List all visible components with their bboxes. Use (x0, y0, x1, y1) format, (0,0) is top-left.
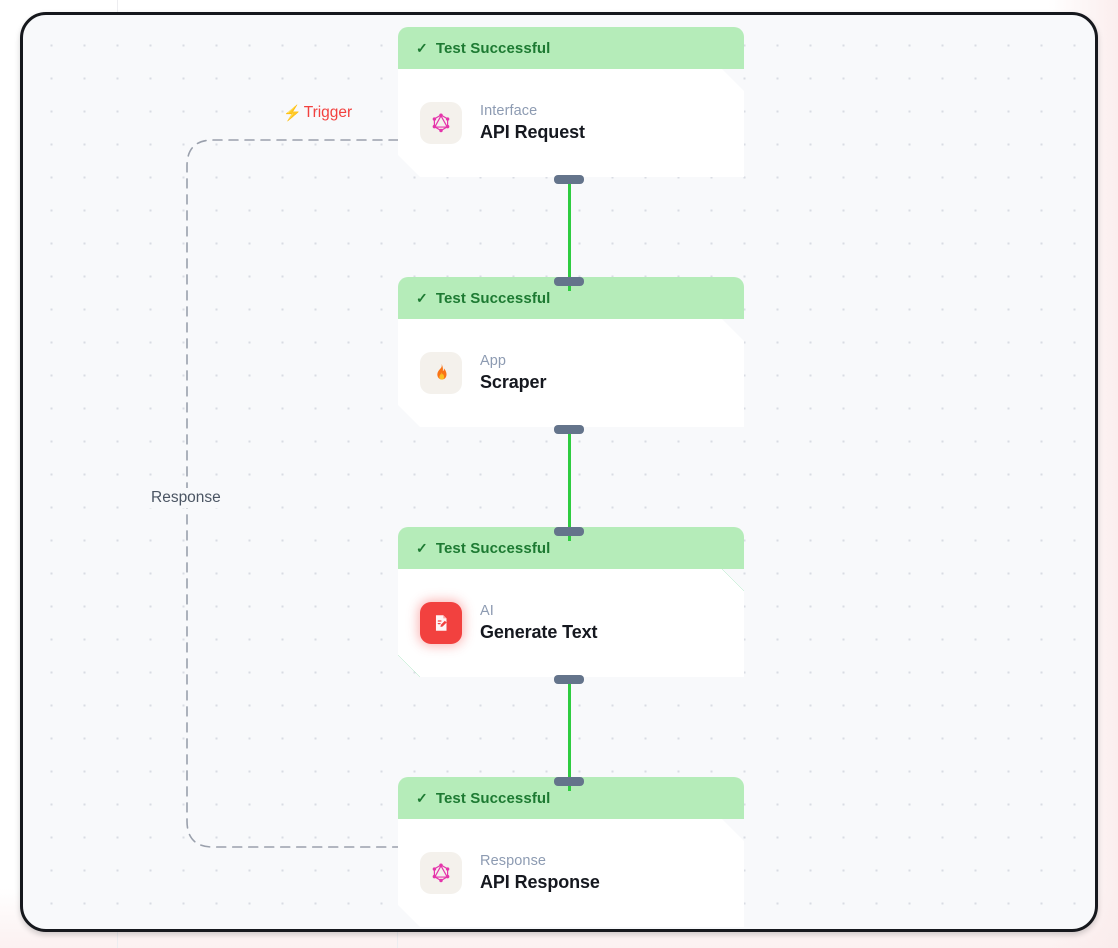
link-generate-to-response (568, 679, 571, 791)
node-api-response[interactable]: ✓ Test Successful (398, 777, 744, 927)
node-text-scraper: App Scraper (480, 353, 546, 393)
check-icon: ✓ (416, 40, 428, 56)
node-category: Response (480, 853, 547, 869)
background-seam-right (397, 932, 398, 948)
node-text-api-response: Response API Response (480, 853, 600, 893)
check-icon: ✓ (416, 790, 428, 806)
graphql-icon (420, 852, 462, 894)
node-category: App (480, 353, 507, 369)
node-card-api-response[interactable]: Response API Response (398, 819, 744, 927)
handle-generate-text-input[interactable] (554, 527, 584, 536)
check-icon: ✓ (416, 540, 428, 556)
edge-label-trigger: ⚡ Trigger (283, 104, 352, 122)
node-card-scraper[interactable]: App Scraper (398, 319, 744, 427)
node-category: Interface (480, 103, 538, 119)
background-seam-lower-left (117, 932, 118, 948)
workflow-canvas[interactable]: ✓ Test Successful (20, 12, 1098, 932)
node-api-request[interactable]: ✓ Test Successful (398, 27, 744, 177)
status-badge-label: Test Successful (435, 789, 551, 807)
node-card-api-request[interactable]: Interface API Request (398, 69, 744, 177)
link-request-to-scraper (568, 179, 571, 291)
edge-label-response-text: Response (151, 489, 221, 506)
handle-api-request-output[interactable] (554, 175, 584, 184)
flame-icon (420, 352, 462, 394)
node-scraper[interactable]: ✓ Test Successful App Scraper (398, 277, 744, 427)
node-text-api-request: Interface API Request (480, 103, 585, 143)
edge-label-trigger-text: Trigger (303, 104, 353, 121)
node-title: Generate Text (480, 622, 598, 642)
status-badge-scraper: ✓ Test Successful (398, 277, 744, 319)
handle-generate-text-output[interactable] (554, 675, 584, 684)
handle-api-response-input[interactable] (554, 777, 584, 786)
note-edit-icon (420, 602, 462, 644)
node-title: API Response (480, 872, 600, 892)
handle-scraper-output[interactable] (554, 425, 584, 434)
status-badge-label: Test Successful (435, 289, 551, 307)
status-badge-label: Test Successful (435, 39, 551, 57)
lightning-bolt-icon: ⚡ (283, 104, 302, 122)
node-title: API Request (480, 122, 585, 142)
status-badge-label: Test Successful (435, 539, 551, 557)
node-card-generate-text[interactable]: AI Generate Text (398, 569, 744, 677)
handle-scraper-input[interactable] (554, 277, 584, 286)
check-icon: ✓ (416, 290, 428, 306)
node-generate-text[interactable]: ✓ Test Successful AI Generate Text (398, 527, 744, 677)
status-badge-api-request: ✓ Test Successful (398, 27, 744, 69)
link-scraper-to-generate (568, 429, 571, 541)
status-badge-api-response: ✓ Test Successful (398, 777, 744, 819)
node-category: AI (480, 603, 494, 619)
node-title: Scraper (480, 372, 547, 392)
graphql-icon (420, 102, 462, 144)
background-seam-left (117, 0, 118, 12)
trigger-response-dashed-path (186, 139, 399, 848)
edge-label-response: Response (145, 488, 227, 508)
node-text-generate-text: AI Generate Text (480, 603, 597, 643)
